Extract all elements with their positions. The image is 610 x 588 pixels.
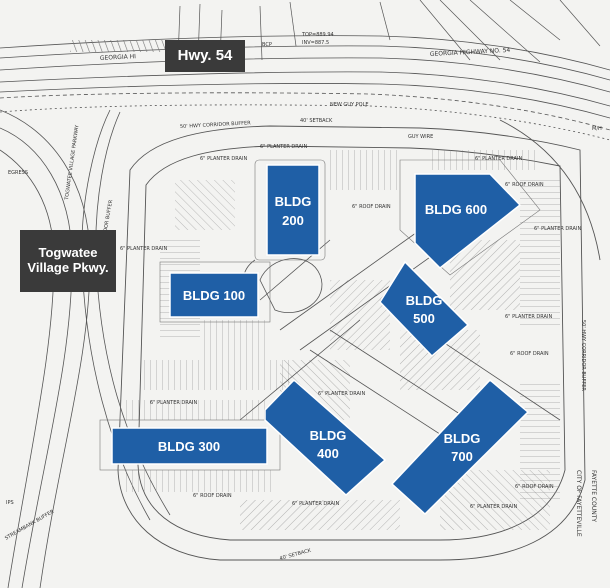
planter-drain-label-10: 6" PLANTER DRAIN: [470, 504, 517, 510]
roof-drain-label-2: 6" ROOF DRAIN: [505, 182, 544, 188]
building-500-label: BLDG: [406, 293, 443, 308]
building-200-number: 200: [282, 213, 304, 228]
highway-ticks: [177, 0, 601, 63]
building-300[interactable]: BLDG 300: [111, 427, 268, 465]
inv-elev-label: INV=887.5: [302, 40, 329, 46]
building-700[interactable]: BLDG 700: [390, 378, 530, 516]
setback-top-label: 40' SETBACK: [300, 118, 333, 124]
planter-drain-label-9: 6" PLANTER DRAIN: [292, 501, 339, 507]
roof-drain-label-5: 6" ROOF DRAIN: [510, 351, 549, 357]
planter-drain-label-6: 6" PLANTER DRAIN: [505, 314, 552, 320]
buildings-layer: BLDG 200 BLDG 600 BLDG 100 BLDG 500 BLDG…: [111, 164, 530, 516]
egress-label: EGRESS: [8, 170, 28, 176]
building-700-label: BLDG: [444, 431, 481, 446]
city-of-fayetteville-label: CITY OF FAYETTEVILLE: [575, 470, 582, 537]
mh-label: M/H: [592, 126, 602, 132]
planter-drain-label-3: 6" PLANTER DRAIN: [120, 246, 167, 252]
building-100-label: BLDG 100: [183, 288, 245, 303]
curbs: [99, 159, 541, 471]
building-400-label: BLDG: [310, 428, 347, 443]
togwatee-parkway-label: Togwatee Village Pkwy.: [20, 230, 116, 292]
building-600-label: BLDG 600: [425, 202, 487, 217]
bcp-label: BCP: [262, 42, 272, 48]
top-elev-label: TOP=889.94: [301, 32, 334, 38]
roof-drain-label-3: 6" ROOF DRAIN: [193, 493, 232, 499]
georgia-highway-left-label: GEORGIA HI: [100, 53, 137, 62]
planter-drain-label-2: 6" PLANTER DRAIN: [200, 156, 247, 162]
building-200-label: BLDG: [275, 194, 312, 209]
building-700-number: 700: [451, 449, 473, 464]
planter-drain-label-8: 6" PLANTER DRAIN: [318, 391, 365, 397]
georgia-highway-label: GEORGIA HIGHWAY NO. 54: [430, 47, 511, 58]
highway-54-text: Hwy. 54: [177, 47, 233, 65]
building-500[interactable]: BLDG 500: [379, 260, 470, 358]
building-100[interactable]: BLDG 100: [169, 272, 259, 318]
streambank-label: STREAMBANK BUFFER: [4, 509, 56, 542]
togwatee-parkway-road: [0, 109, 171, 588]
guy-wire-label: GUY WIRE: [408, 134, 433, 140]
building-300-label: BLDG 300: [158, 439, 220, 454]
planter-drain-label-4: 6" PLANTER DRAIN: [475, 156, 522, 162]
hatched-median: [70, 40, 170, 52]
buffer-right-label: 50' HWY CORRIDOR BUFFER: [580, 320, 586, 391]
planter-drain-label-7: 6" PLANTER DRAIN: [150, 400, 197, 406]
planter-drain-label-1: 6" PLANTER DRAIN: [260, 144, 307, 150]
fayette-county-label: FAYETTE COUNTY: [590, 470, 597, 522]
roof-drain-label-1: 6" ROOF DRAIN: [352, 204, 391, 210]
parkway-line2-text: Village Pkwy.: [27, 260, 109, 275]
parkway-line1-text: Togwatee: [38, 245, 98, 261]
building-400[interactable]: BLDG 400: [264, 378, 387, 497]
highway-54-label: Hwy. 54: [165, 40, 245, 72]
planter-drain-label-5: 6" PLANTER DRAIN: [534, 226, 581, 232]
building-500-number: 500: [413, 311, 435, 326]
new-guy-pole-label: NEW GUY POLE: [330, 102, 369, 108]
building-400-number: 400: [317, 446, 339, 461]
site-perimeter: [117, 119, 601, 561]
roof-drain-label-4: 6" ROOF DRAIN: [515, 484, 554, 490]
building-600[interactable]: BLDG 600: [414, 173, 522, 270]
ips-label: IPS: [6, 500, 14, 506]
buffer-top-label: 50' HWY CORRIDOR BUFFER: [180, 120, 252, 130]
building-200[interactable]: BLDG 200: [266, 164, 320, 256]
